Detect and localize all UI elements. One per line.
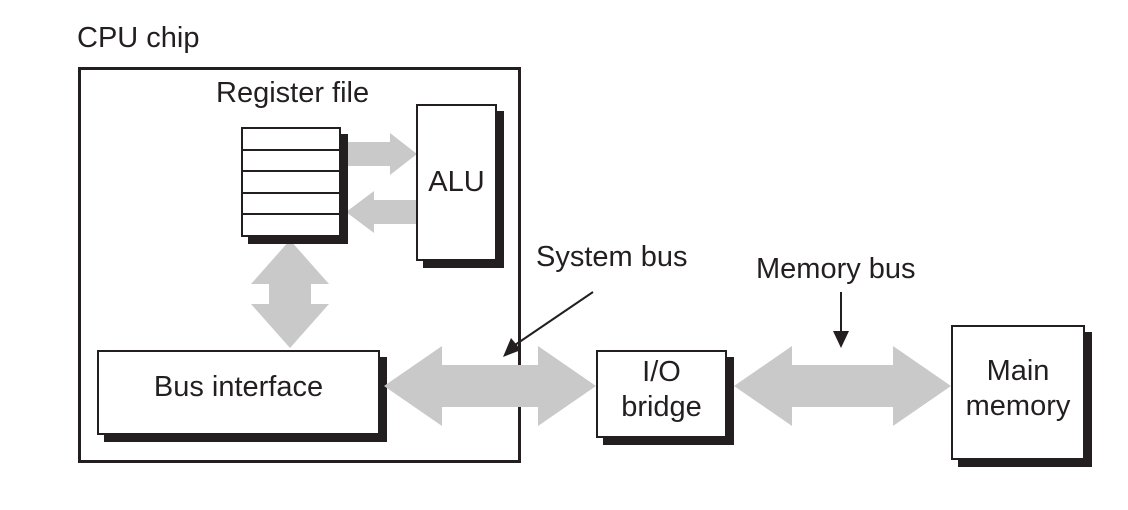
alu-box: ALU xyxy=(416,104,497,261)
bus-interface-box: Bus interface xyxy=(97,350,380,435)
register-file-box xyxy=(241,127,341,237)
system-bus-pointer-line xyxy=(511,291,594,348)
cpu-chip-outline xyxy=(78,67,521,463)
main-memory-line1: Main xyxy=(986,354,1050,387)
register-to-alu-arrow-icon xyxy=(345,133,417,175)
register-file-row xyxy=(243,172,339,194)
alu-to-register-arrow-icon xyxy=(346,191,417,233)
main-memory-box: Main memory xyxy=(951,325,1085,460)
memory-bus-arrow-icon xyxy=(734,346,951,426)
io-bridge-box: I/O bridge xyxy=(596,350,727,438)
register-bus-interface-arrow-icon xyxy=(251,240,329,348)
cpu-chip-label: CPU chip xyxy=(77,22,200,54)
system-bus-arrow-icon xyxy=(384,346,596,426)
alu-label: ALU xyxy=(428,166,485,198)
main-memory-label: Main memory xyxy=(966,354,1071,424)
memory-bus-label: Memory bus xyxy=(756,253,916,285)
memory-bus-pointer-arrowhead-icon xyxy=(833,331,849,348)
io-bridge-line1: I/O xyxy=(642,356,681,388)
io-bridge-label: I/O bridge xyxy=(621,355,702,425)
system-bus-label: System bus xyxy=(536,241,688,273)
register-file-row xyxy=(243,129,339,151)
main-memory-line2: memory xyxy=(965,389,1071,422)
register-file-row xyxy=(243,194,339,216)
system-bus-pointer-arrowhead-icon xyxy=(503,338,521,357)
register-file-label: Register file xyxy=(216,77,370,109)
register-file-rows xyxy=(243,129,339,235)
io-bridge-line2: bridge xyxy=(621,391,702,423)
register-file-row xyxy=(243,151,339,173)
bus-interface-label: Bus interface xyxy=(153,371,324,403)
